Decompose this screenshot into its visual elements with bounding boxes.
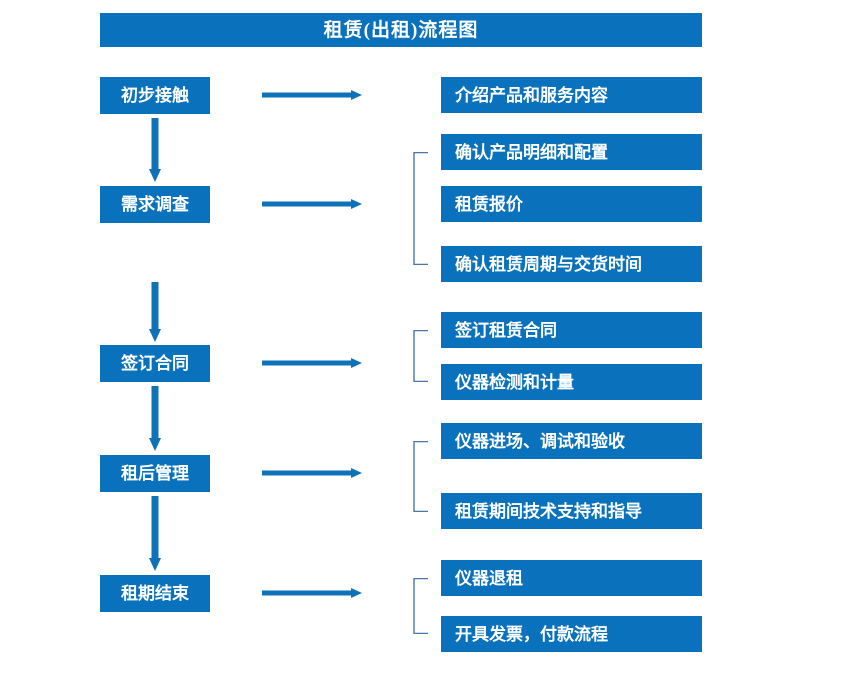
detail-box-5-2[interactable]: 开具发票，付款流程 xyxy=(441,616,702,652)
detail-box-label: 租赁报价 xyxy=(455,194,523,214)
detail-box-3-1[interactable]: 签订租赁合同 xyxy=(441,312,702,348)
stage-connector-arrow-1 xyxy=(146,118,164,182)
stage-box-3[interactable]: 签订合同 xyxy=(100,345,210,382)
stage-connector-arrow-2 xyxy=(146,282,164,342)
stage-box-label: 签订合同 xyxy=(121,354,189,373)
detail-box-4-2[interactable]: 租赁期间技术支持和指导 xyxy=(441,493,702,529)
flow-arrow-2 xyxy=(262,197,362,211)
stage-box-label: 租后管理 xyxy=(121,464,189,483)
flow-arrow-3 xyxy=(262,356,362,370)
flow-arrow-1 xyxy=(262,88,362,102)
flow-arrow-5 xyxy=(262,586,362,600)
detail-box-4-1[interactable]: 仪器进场、调试和验收 xyxy=(441,423,702,459)
stage-box-1[interactable]: 初步接触 xyxy=(100,77,210,114)
detail-box-label: 租赁期间技术支持和指导 xyxy=(455,501,642,521)
page-title: 租赁(出租)流程图 xyxy=(323,19,479,41)
detail-box-2-2[interactable]: 租赁报价 xyxy=(441,186,702,222)
detail-box-label: 确认产品明细和配置 xyxy=(455,142,608,162)
stage-box-label: 租期结束 xyxy=(121,584,189,603)
stage-connector-arrow-4 xyxy=(146,496,164,571)
group-bracket-4 xyxy=(413,441,429,512)
detail-box-5-1[interactable]: 仪器退租 xyxy=(441,560,702,596)
group-bracket-5 xyxy=(413,578,429,634)
detail-box-2-1[interactable]: 确认产品明细和配置 xyxy=(441,134,702,170)
stage-box-5[interactable]: 租期结束 xyxy=(100,575,210,612)
stage-box-label: 初步接触 xyxy=(121,86,189,105)
detail-box-label: 仪器进场、调试和验收 xyxy=(455,431,625,451)
detail-box-1-1[interactable]: 介绍产品和服务内容 xyxy=(441,77,702,113)
stage-connector-arrow-3 xyxy=(146,386,164,451)
stage-box-4[interactable]: 租后管理 xyxy=(100,455,210,492)
detail-box-label: 仪器检测和计量 xyxy=(455,372,574,392)
flowchart-title-bar: 租赁(出租)流程图 xyxy=(100,13,702,47)
stage-box-label: 需求调查 xyxy=(121,195,189,214)
group-bracket-3 xyxy=(413,330,429,382)
group-bracket-2 xyxy=(413,152,429,265)
detail-box-label: 确认租赁周期与交货时间 xyxy=(455,254,642,274)
detail-box-3-2[interactable]: 仪器检测和计量 xyxy=(441,364,702,400)
detail-box-label: 签订租赁合同 xyxy=(455,320,557,340)
detail-box-2-3[interactable]: 确认租赁周期与交货时间 xyxy=(441,246,702,282)
stage-box-2[interactable]: 需求调查 xyxy=(100,186,210,223)
flow-arrow-4 xyxy=(262,466,362,480)
detail-box-label: 介绍产品和服务内容 xyxy=(455,85,608,105)
detail-box-label: 开具发票，付款流程 xyxy=(455,624,608,644)
detail-box-label: 仪器退租 xyxy=(455,568,523,588)
